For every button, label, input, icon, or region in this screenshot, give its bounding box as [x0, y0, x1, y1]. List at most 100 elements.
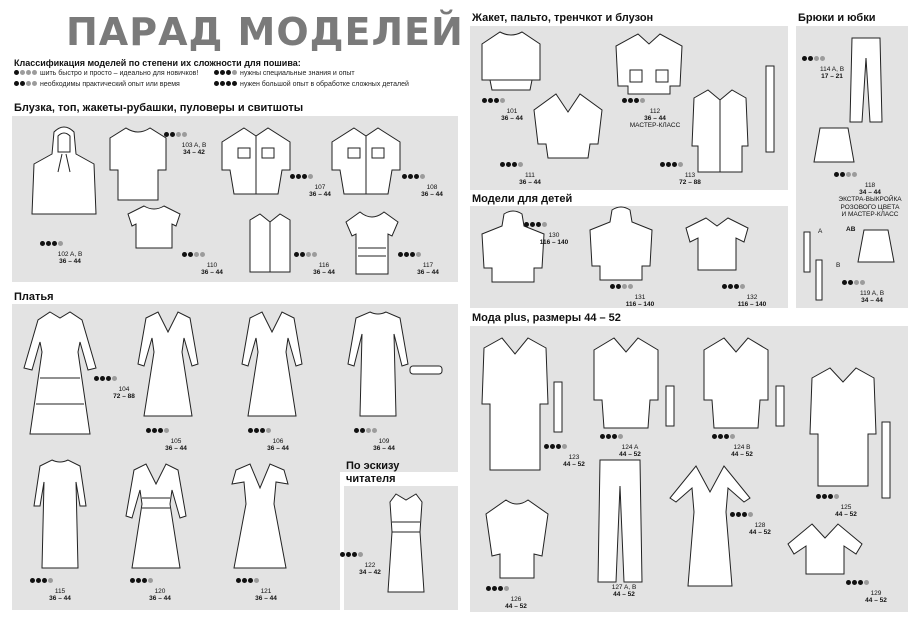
model-number: 101 — [506, 108, 518, 115]
sketch-107-shirt-jacket — [220, 124, 292, 198]
sketch-122-dress — [380, 492, 430, 596]
section-title-reader: По эскизу читателя — [346, 460, 400, 485]
model-size: 34 – 44 — [859, 189, 881, 197]
sketch-129-blouse — [786, 520, 864, 576]
sketch-119-belts — [800, 230, 828, 302]
sketch-108-shirt-jacket — [330, 124, 402, 198]
variant-b-label: B — [836, 262, 841, 269]
sketch-124a-belt — [664, 384, 676, 428]
model-number: 123 — [568, 454, 580, 461]
model-size: 34 – 42 — [183, 149, 205, 157]
sketch-127-trousers — [594, 456, 646, 586]
difficulty-dots — [236, 570, 260, 588]
difficulty-dots — [94, 368, 118, 386]
sketch-104-dress — [18, 308, 102, 438]
model-number: 120 — [154, 588, 166, 595]
model-size: 72 – 88 — [679, 179, 701, 187]
difficulty-dots — [730, 504, 754, 522]
sketch-125-belt — [880, 420, 892, 500]
model-size: 36 – 44 — [313, 269, 335, 277]
model-number: 110 — [206, 262, 218, 269]
model-size: 36 – 44 — [644, 115, 666, 123]
section-title-blouses: Блузка, топ, жакеты-рубашки, пуловеры и … — [14, 102, 304, 114]
legend-text: нужен большой опыт в обработке сложных д… — [239, 81, 409, 88]
sketch-109-dress — [346, 308, 410, 420]
model-size: 44 – 52 — [749, 529, 771, 537]
sketch-131-pullover — [586, 208, 656, 282]
sketch-125-trench — [808, 364, 878, 490]
model-number: 108 — [426, 184, 438, 191]
section-title-dresses: Платья — [14, 291, 54, 303]
model-size: 36 – 44 — [421, 191, 443, 199]
difficulty-dots — [398, 244, 422, 262]
difficulty-dots — [164, 124, 188, 142]
sketch-119-skirt — [856, 228, 896, 264]
difficulty-dots — [146, 420, 170, 438]
sketch-105-dress — [136, 308, 200, 420]
sketch-128-dress — [666, 462, 754, 588]
sketch-113-coat — [690, 86, 750, 174]
section-title-jackets: Жакет, пальто, тренчкот и блузон — [472, 12, 654, 24]
section-title-kids: Модели для детей — [472, 193, 573, 205]
model-size: 36 – 44 — [267, 445, 289, 453]
difficulty-dots — [182, 244, 206, 262]
model-size: 44 – 52 — [505, 603, 527, 611]
model-size: 36 – 44 — [417, 269, 439, 277]
model-size: 44 – 52 — [865, 597, 887, 605]
sketch-123-belt — [552, 380, 564, 434]
difficulty-dots — [600, 426, 624, 444]
sketch-101-blouson — [478, 28, 544, 92]
section-title-plus: Мода plus, размеры 44 – 52 — [472, 312, 621, 324]
model-size: 34 – 44 — [861, 297, 883, 305]
difficulty-dots — [340, 544, 364, 562]
model-size: 36 – 44 — [201, 269, 223, 277]
model-number: 104 — [118, 386, 130, 393]
difficulty-dots — [214, 70, 238, 77]
sketch-102-hoodie — [24, 124, 104, 234]
model-number: 106 — [272, 438, 284, 445]
difficulty-dots — [294, 244, 318, 262]
model-number: 130 — [548, 232, 560, 239]
model-number: 119 A, B — [859, 290, 885, 297]
sketch-115-dress — [32, 456, 88, 572]
sketch-114-trousers — [848, 34, 884, 126]
model-size: 34 – 42 — [359, 569, 381, 577]
model-size: 36 – 44 — [309, 191, 331, 199]
variant-a-label: A — [818, 228, 823, 235]
difficulty-dots — [482, 90, 506, 108]
model-size: 44 – 52 — [731, 451, 753, 459]
legend-text: шить быстро и просто – идеально для нови… — [39, 70, 199, 77]
difficulty-dots — [14, 81, 38, 88]
model-size: 44 – 52 — [613, 591, 635, 599]
difficulty-dots — [610, 276, 634, 294]
model-number: 127 A, B — [611, 584, 637, 591]
sketch-121-dress — [228, 460, 292, 572]
model-number: 124 B — [733, 444, 751, 451]
model-number: 129 — [870, 590, 882, 597]
model-size: 44 – 52 — [835, 511, 857, 519]
difficulty-dots — [402, 166, 426, 184]
model-number: 126 — [510, 596, 522, 603]
model-number: 132 — [746, 294, 758, 301]
sketch-112-jacket — [614, 30, 684, 96]
model-size: 116 – 140 — [625, 301, 655, 309]
sketch-130-jacket — [478, 212, 548, 284]
model-number: 115 — [54, 588, 66, 595]
legend-item-3: нужны специальные знания и опыт — [214, 70, 355, 77]
sketch-124a-jacket — [590, 334, 662, 430]
section-title-pants: Брюки и юбки — [798, 12, 876, 24]
sketch-118-skirt — [812, 124, 856, 164]
